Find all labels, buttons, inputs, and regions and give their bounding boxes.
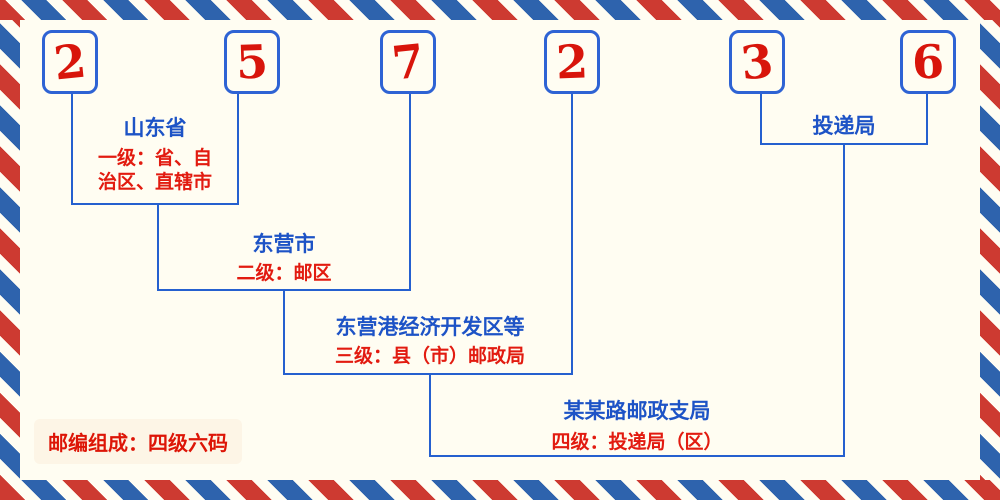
connector-level1-bottom (71, 203, 239, 205)
level3-desc: 三级：县（市）邮政局 (334, 345, 526, 367)
connector-delivery-right (926, 94, 928, 144)
level2-region-name: 东营市 (252, 232, 316, 256)
digit-box-5: 3 (729, 30, 785, 94)
delivery-office-label: 投递局 (812, 114, 876, 138)
connector-level4-right (843, 143, 845, 457)
connector-delivery-left (760, 94, 762, 144)
digit-5: 3 (738, 33, 776, 91)
digit-box-1: 2 (42, 30, 98, 94)
digit-box-3: 7 (380, 30, 436, 94)
connector-level1-right (237, 94, 239, 204)
airmail-stripe-bottom (0, 480, 1000, 500)
digit-6: 6 (911, 34, 945, 90)
footer-note: 邮编组成：四级六码 (34, 419, 242, 464)
level1-desc-line2: 治区、直辖市 (97, 171, 213, 193)
connector-level4-left (429, 373, 431, 457)
connector-level3-bottom (283, 373, 573, 375)
connector-level3-left (283, 289, 285, 375)
connector-level1-left (71, 94, 73, 204)
digit-box-4: 2 (544, 30, 600, 94)
airmail-stripe-right (980, 0, 1000, 500)
level2-desc: 二级：邮区 (236, 262, 332, 284)
connector-level4-bottom (429, 455, 845, 457)
digit-3: 7 (389, 33, 427, 91)
digit-2: 5 (235, 34, 269, 90)
connector-level2-right (409, 94, 411, 290)
digit-box-6: 6 (900, 30, 956, 94)
level4-desc: 四级：投递局（区） (551, 431, 723, 453)
digit-4: 2 (555, 34, 589, 90)
digit-box-2: 5 (224, 30, 280, 94)
level3-region-name: 东营港经济开发区等 (335, 315, 525, 339)
airmail-stripe-top (0, 0, 1000, 20)
level4-region-name: 某某路邮政支局 (563, 399, 711, 423)
connector-level3-right (571, 94, 573, 374)
connector-level2-left (157, 203, 159, 291)
level1-desc-line1: 一级：省、自 (97, 147, 213, 169)
level1-region-name: 山东省 (123, 116, 187, 140)
digit-1: 2 (51, 33, 89, 91)
airmail-stripe-left (0, 0, 20, 500)
